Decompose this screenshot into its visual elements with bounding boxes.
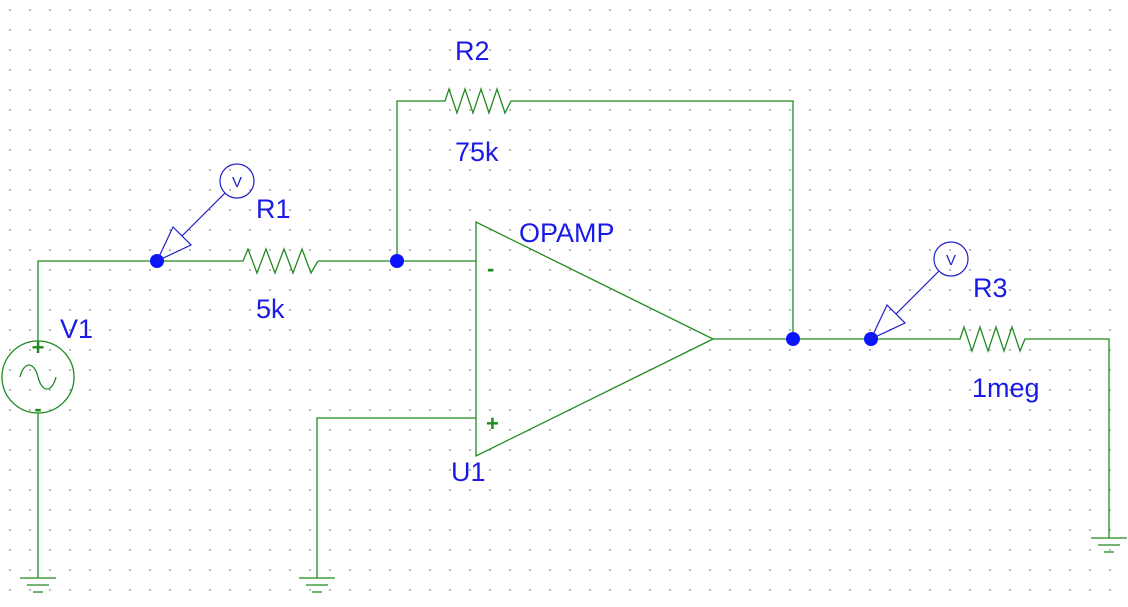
ground-symbol-v1 (20, 577, 56, 593)
junction-inverting[interactable] (390, 254, 404, 268)
label-r1-ref: R1 (256, 194, 291, 224)
resistor-r1[interactable] (235, 247, 319, 275)
wire-noninverting-to-ground[interactable] (316, 417, 476, 578)
wire-r3-to-ground[interactable] (1030, 338, 1110, 538)
label-r3-value: 1meg (972, 373, 1040, 403)
label-v1: V1 (60, 314, 93, 344)
svg-text:+: + (32, 335, 45, 360)
wires (37, 100, 1110, 578)
ground-symbol-opamp (299, 577, 335, 593)
label-r2-ref: R2 (455, 36, 490, 66)
label-r3-ref: R3 (973, 273, 1008, 303)
voltage-probe-input[interactable]: V (155, 163, 255, 263)
junction-output[interactable] (786, 332, 800, 346)
voltage-probe-output[interactable]: V (869, 241, 969, 341)
opamp-u1[interactable] (475, 220, 715, 458)
wire-feedback-left[interactable] (396, 100, 437, 261)
opamp-noninverting-pin: + (486, 411, 499, 436)
source-v1[interactable]: + - (1, 335, 75, 421)
opamp-inverting-pin: - (487, 256, 494, 281)
label-r1-value: 5k (256, 294, 285, 324)
probe-output-symbol: V (946, 252, 956, 269)
label-u1: U1 (451, 457, 486, 487)
resistor-r3[interactable] (953, 324, 1030, 354)
wire-v1-to-r1[interactable] (37, 260, 235, 341)
resistor-r2[interactable] (437, 86, 517, 116)
probe-input-symbol: V (232, 174, 242, 191)
wire-feedback-right[interactable] (517, 100, 794, 339)
ground-symbol-r3 (1091, 537, 1127, 553)
label-r2-value: 75k (455, 137, 499, 167)
svg-text:-: - (34, 396, 41, 421)
label-opamp-model: OPAMP (519, 218, 615, 248)
